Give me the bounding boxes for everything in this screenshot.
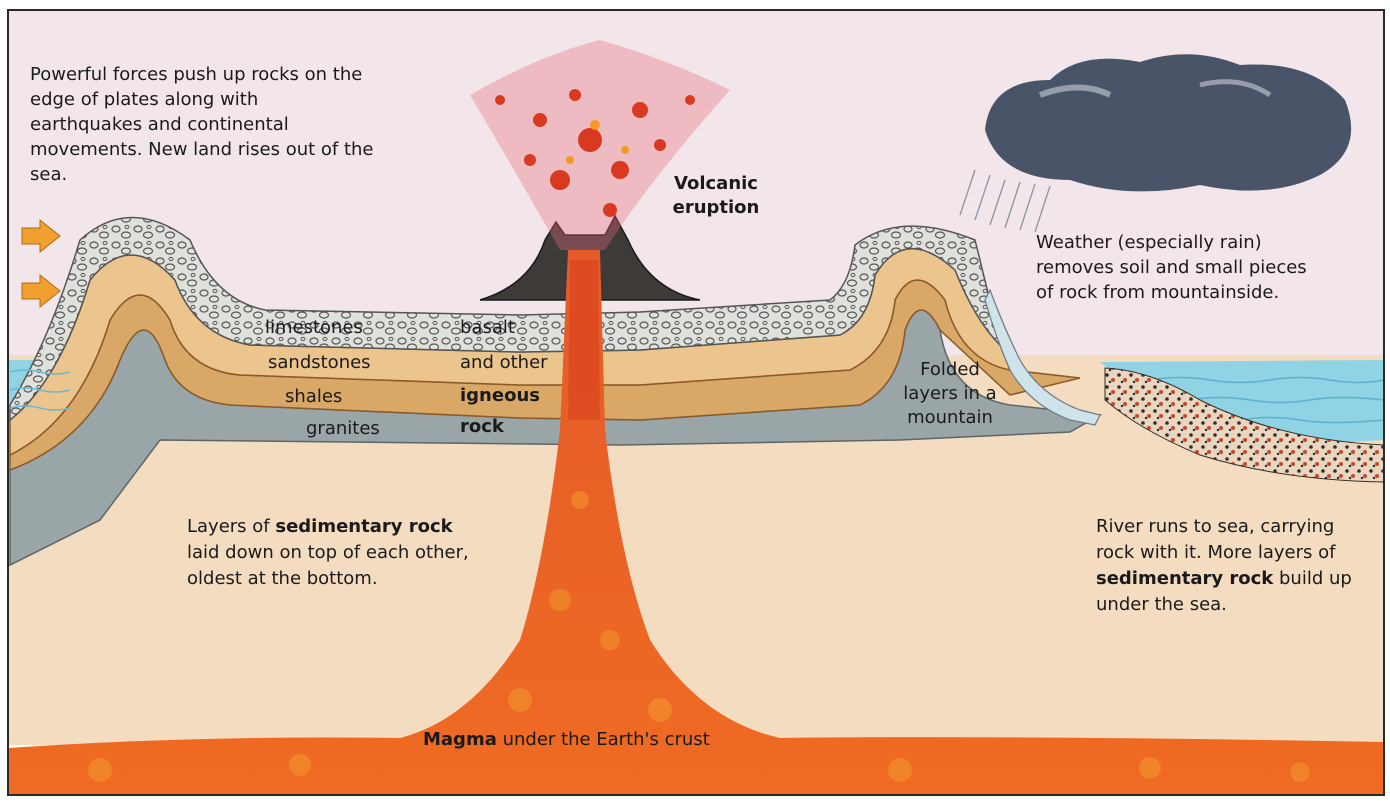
river-caption-lead: River runs to sea, carrying rock with it…: [1096, 516, 1335, 563]
weather-caption: Weather (especially rain) removes soil a…: [1036, 230, 1326, 305]
basalt-label: basalt: [460, 316, 515, 340]
limestones-label: limestones: [265, 316, 363, 340]
magma-caption-rest: under the Earth's crust: [497, 729, 710, 750]
magma-caption: Magma under the Earth's crust: [423, 728, 763, 752]
folded-line-1: Folded: [880, 358, 1020, 382]
folded-layers-label: Folded layers in a mountain: [880, 358, 1020, 430]
river-caption: River runs to sea, carrying rock with it…: [1096, 514, 1376, 618]
folded-line-2: layers in a: [880, 382, 1020, 406]
sedimentary-caption: Layers of sedimentary rock laid down on …: [187, 514, 477, 592]
granites-label: granites: [306, 417, 380, 441]
sedimentary-caption-lead: Layers of: [187, 516, 275, 537]
igneous-label: igneous: [460, 384, 540, 408]
folded-line-3: mountain: [880, 406, 1020, 430]
rock-label: rock: [460, 415, 504, 439]
sedimentary-caption-rest: laid down on top of each other, oldest a…: [187, 542, 469, 589]
magma-emphasis: Magma: [423, 729, 497, 750]
river-sedimentary-emphasis: sedimentary rock: [1096, 568, 1273, 589]
sedimentary-rock-emphasis: sedimentary rock: [275, 516, 452, 537]
sandstones-label: sandstones: [268, 351, 371, 375]
shales-label: shales: [285, 385, 342, 409]
volcanic-eruption-line-2: eruption: [660, 196, 772, 220]
forces-caption: Powerful forces push up rocks on the edg…: [30, 62, 375, 187]
volcanic-eruption-line-1: Volcanic: [660, 172, 772, 196]
and-other-label: and other: [460, 351, 548, 375]
volcanic-eruption-label: Volcanic eruption: [660, 172, 772, 220]
